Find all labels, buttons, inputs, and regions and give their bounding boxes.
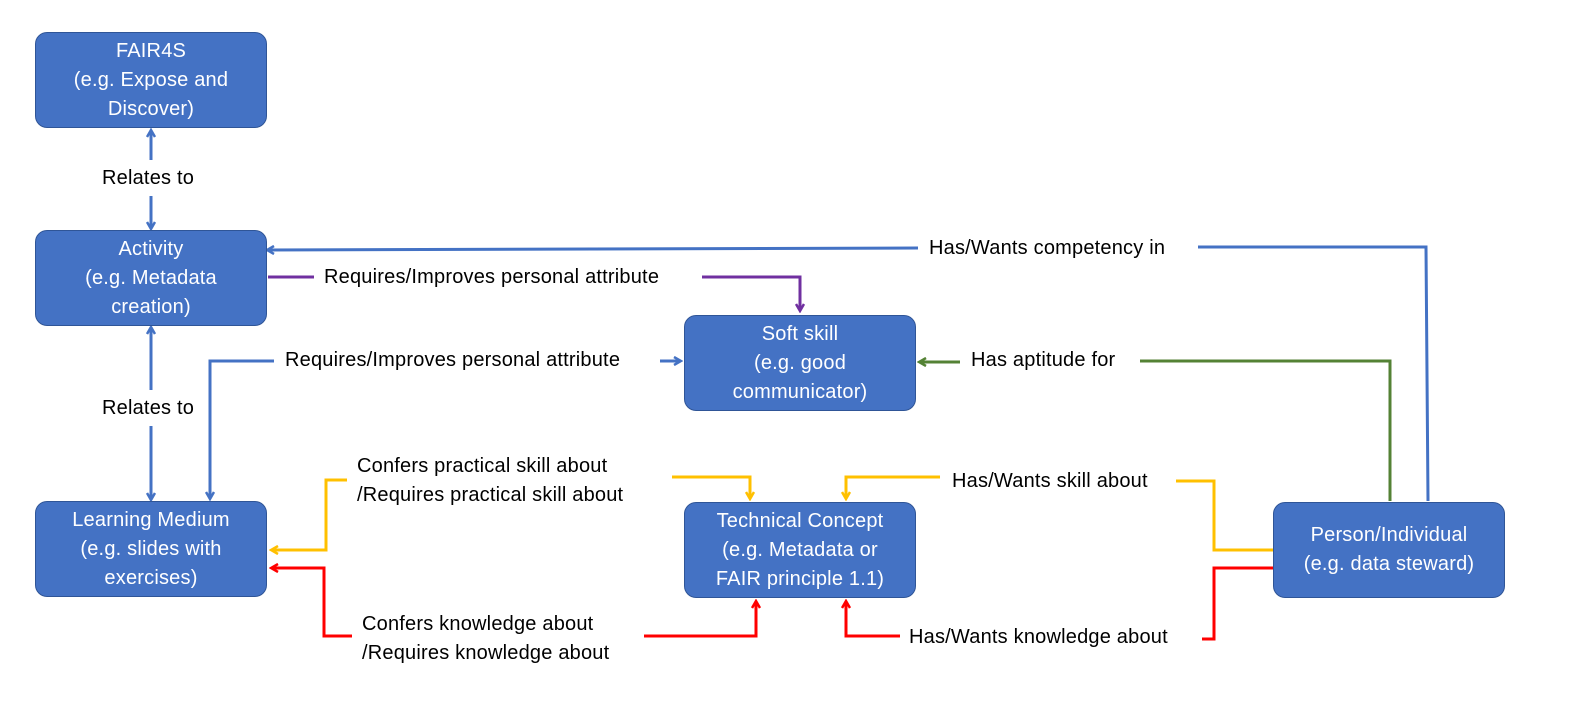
label-confers-knowledge: Confers knowledge about /Requires knowle… <box>362 610 610 668</box>
edge-person-softskill <box>1140 359 1392 501</box>
edge-technical-knowledge-in <box>644 602 756 638</box>
label-has-wants-competency: Has/Wants competency in <box>929 234 1166 263</box>
label-relates-to-top: Relates to <box>102 164 195 193</box>
technical-concept-node[interactable]: Technical Concept (e.g. Metadata or FAIR… <box>684 502 916 598</box>
activity-example-cont: creation) <box>111 295 191 318</box>
learning-medium-title: Learning Medium <box>72 508 230 531</box>
learning-medium-node[interactable]: Learning Medium (e.g. slides with exerci… <box>35 501 267 597</box>
label-has-aptitude-for: Has aptitude for <box>971 346 1116 375</box>
edge-medium-softskill-down <box>210 359 274 498</box>
technical-concept-example-cont: FAIR principle 1.1) <box>715 567 885 590</box>
fair4s-example: (e.g. Expose and <box>73 68 229 91</box>
label-medium-requires-improves: Requires/Improves personal attribute <box>285 346 621 375</box>
label-activity-requires-improves: Requires/Improves personal attribute <box>324 263 660 292</box>
label-confers-knowledge-line1: Confers knowledge about <box>362 613 594 635</box>
person-node[interactable]: Person/Individual (e.g. data steward) <box>1273 502 1505 598</box>
edge-person-technical-skill <box>1176 479 1274 552</box>
edge-person-technical-skill-arrow <box>846 475 940 498</box>
edge-person-technical-knowledge <box>1202 566 1274 641</box>
technical-concept-example: (e.g. Metadata or <box>722 538 878 561</box>
soft-skill-title: Soft skill <box>761 322 839 345</box>
label-confers-practical-line1: Confers practical skill about <box>357 455 608 477</box>
fair4s-node[interactable]: FAIR4S (e.g. Expose and Discover) <box>35 32 267 128</box>
edge-medium-technical-knowledge <box>272 568 352 638</box>
label-relates-to-bottom: Relates to <box>102 394 195 423</box>
soft-skill-node[interactable]: Soft skill (e.g. good communicator) <box>684 315 916 411</box>
person-title: Person/Individual <box>1310 524 1468 546</box>
fair4s-example-cont: Discover) <box>107 97 195 120</box>
label-has-wants-knowledge: Has/Wants knowledge about <box>909 623 1168 652</box>
label-has-wants-skill: Has/Wants skill about <box>952 467 1148 496</box>
learning-medium-example-cont: exercises) <box>104 566 198 589</box>
label-confers-knowledge-line2: /Requires knowledge about <box>362 642 610 664</box>
activity-example: (e.g. Metadata <box>85 266 217 289</box>
activity-node[interactable]: Activity (e.g. Metadata creation) <box>35 230 267 326</box>
edge-technical-practical-in <box>672 475 750 498</box>
edge-person-activity-arrow <box>268 248 919 250</box>
edge-activity-softskill <box>702 275 800 310</box>
label-confers-practical-line2: /Requires practical skill about <box>357 484 624 506</box>
edge-medium-technical-practical <box>272 478 347 550</box>
soft-skill-example-cont: communicator) <box>732 380 868 403</box>
edge-person-technical-knowledge-arrow <box>846 602 900 638</box>
label-confers-practical-skill: Confers practical skill about /Requires … <box>357 452 624 510</box>
edge-person-activity <box>1198 245 1430 502</box>
soft-skill-example: (e.g. good <box>753 351 847 374</box>
person-example: (e.g. data steward) <box>1303 553 1475 575</box>
activity-title: Activity <box>118 237 184 260</box>
technical-concept-title: Technical Concept <box>716 509 884 532</box>
fair4s-title: FAIR4S <box>115 39 187 62</box>
learning-medium-example: (e.g. slides with <box>80 537 222 560</box>
